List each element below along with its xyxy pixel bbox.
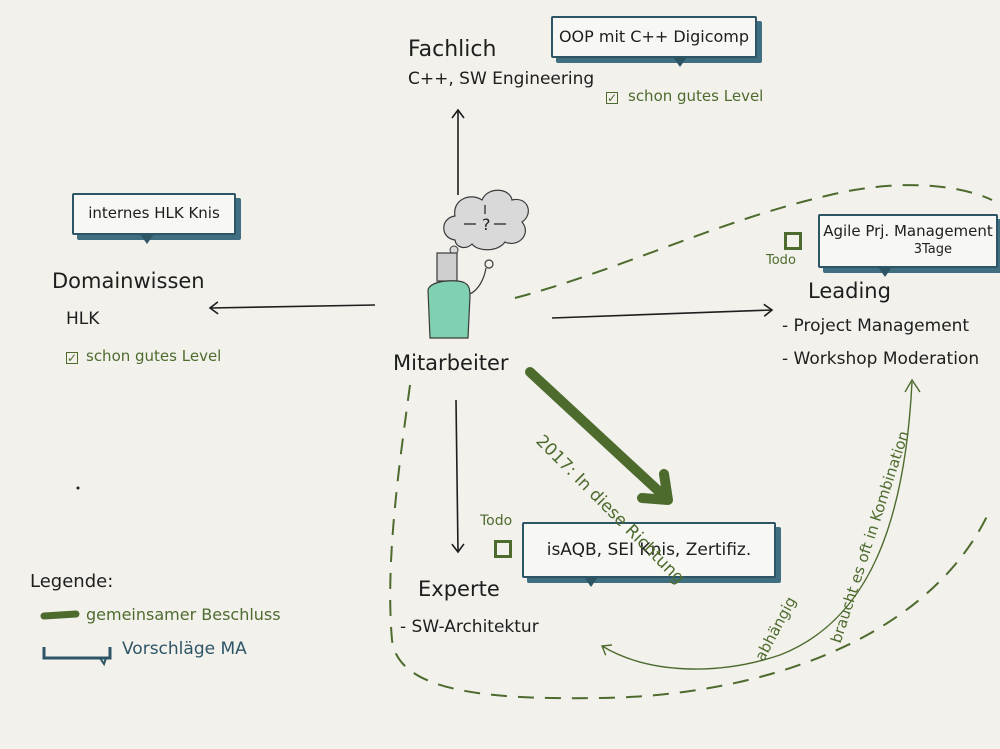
legend-title: Legende: [30, 571, 114, 592]
leading-item-2: - Workshop Moderation [782, 349, 980, 369]
arrow-to-experte [451, 399, 465, 554]
proposal-box-leading: Agile Prj. Management 3Tage [818, 214, 998, 277]
experte-title: Experte [418, 577, 500, 601]
domain-title: Domainwissen [52, 269, 205, 293]
legend-proposals-label: Vorschläge MA [122, 639, 247, 659]
experte-item-1: - SW-Architektur [400, 617, 539, 637]
thought-cloud-icon: ? [443, 189, 529, 260]
leading-item-1: - Project Management [782, 316, 970, 336]
dependency-arrow-head-top [904, 378, 921, 393]
legend-proposal-swatch [42, 647, 112, 660]
employee-figure-icon [427, 252, 494, 339]
fachlich-level-note: schon gutes Level [628, 87, 764, 105]
direction-arrow-head [637, 469, 673, 505]
svg-text:?: ? [482, 215, 491, 234]
proposal-fachlich-text: OOP mit C++ Digicomp [558, 27, 750, 46]
arrow-to-domain [208, 301, 376, 315]
proposal-box-domain: internes HLK Knis [72, 193, 236, 244]
arrow-to-leading [551, 303, 774, 319]
proposal-box-experte: isAQB, SEI Knis, Zertifiz. [522, 522, 776, 587]
leading-title: Leading [808, 279, 891, 303]
proposal-leading-text-2: 3Tage [913, 242, 952, 257]
fachlich-check-icon: ✓ [606, 91, 618, 105]
direction-arrow [525, 367, 670, 502]
legend-decision-label: gemeinsamer Beschluss [86, 605, 281, 624]
center-label: Mitarbeiter [393, 351, 509, 375]
legend-decision-swatch [40, 610, 80, 620]
experte-todo-label: Todo [480, 513, 513, 529]
proposal-experte-text: isAQB, SEI Knis, Zertifiz. [546, 540, 752, 560]
proposal-box-fachlich: OOP mit C++ Digicomp [551, 16, 757, 67]
fachlich-detail: C++, SW Engineering [408, 69, 595, 89]
domain-level-note: schon gutes Level [86, 347, 222, 365]
proposal-leading-text-1: Agile Prj. Management [823, 222, 993, 240]
dependency-arrow [601, 381, 913, 670]
leading-todo-label: Todo [766, 253, 796, 268]
stray-dot [76, 486, 80, 490]
domain-check-icon: ✓ [66, 351, 78, 365]
dashed-loop-left [389, 384, 991, 700]
leading-todo-icon [784, 232, 802, 250]
fachlich-title: Fachlich [408, 37, 497, 62]
proposal-domain-text: internes HLK Knis [88, 204, 220, 222]
dashed-loop-path [514, 184, 993, 299]
experte-todo-icon [494, 540, 512, 558]
domain-detail: HLK [66, 309, 100, 329]
